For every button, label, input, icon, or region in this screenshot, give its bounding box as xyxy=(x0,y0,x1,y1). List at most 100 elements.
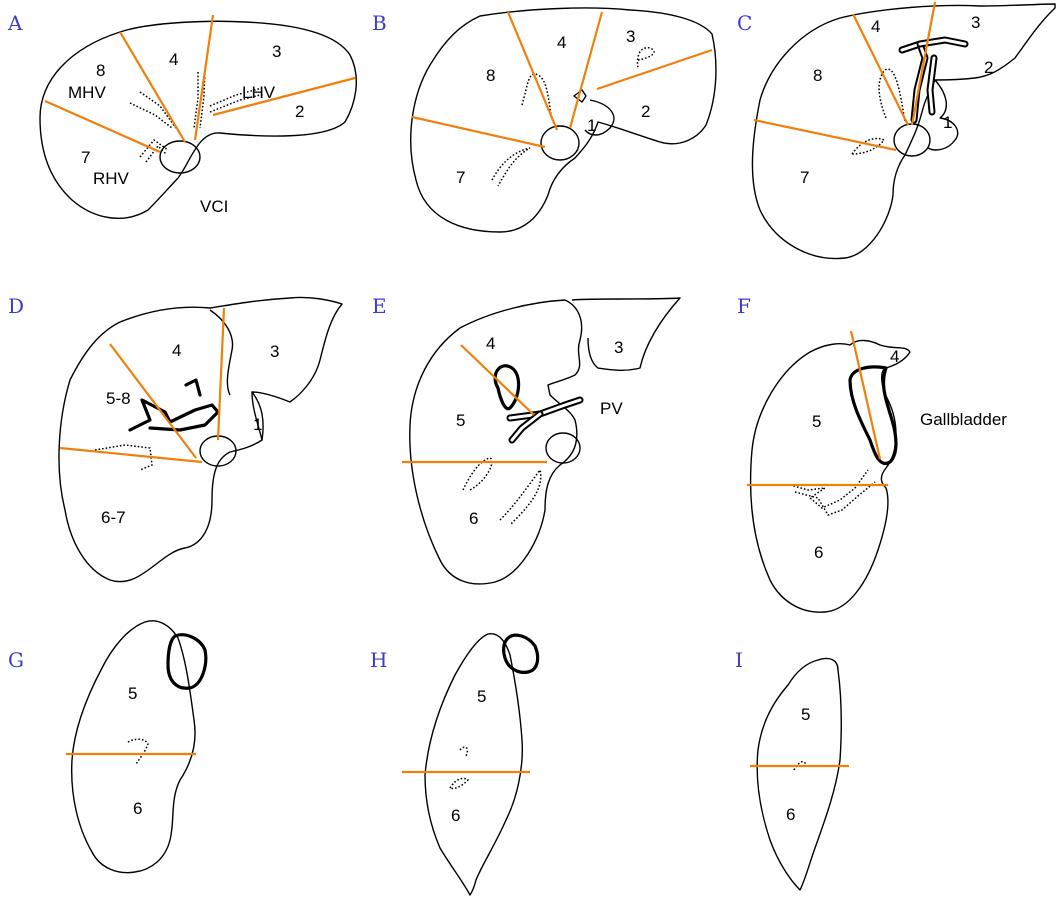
lobe-1-c xyxy=(927,79,959,151)
plane-line-d2 xyxy=(216,307,226,441)
vessel-label-rhv: RHV xyxy=(93,169,130,188)
lobe-3-e xyxy=(571,297,681,371)
segment-label-a-4: 4 xyxy=(169,50,178,69)
segment-label-e-5: 5 xyxy=(456,411,465,430)
panel-letter-g: G xyxy=(8,648,24,672)
vessel-h1 xyxy=(459,746,469,757)
vessel-label-mhv: MHV xyxy=(68,83,106,102)
gallbladder-g xyxy=(166,633,208,690)
segment-label-c-8: 8 xyxy=(813,66,822,85)
segment-label-d-1: 1 xyxy=(253,415,262,434)
plane-line-f1 xyxy=(849,330,882,460)
vessel-b2 xyxy=(636,47,655,69)
segment-label-a-8: 8 xyxy=(96,61,105,80)
gallbladder-h xyxy=(501,633,540,674)
panel-letter-f: F xyxy=(737,294,751,318)
gallbladder-f xyxy=(848,365,898,465)
segment-label-i-5: 5 xyxy=(801,705,810,724)
segment-label-b-1: 1 xyxy=(587,116,596,135)
liver-outline-g xyxy=(70,620,196,874)
plane-line-b1 xyxy=(506,11,559,131)
panel-letter-a: A xyxy=(7,11,23,35)
gallbladder-label: Gallbladder xyxy=(920,410,1007,429)
plane-line-e1 xyxy=(460,344,535,416)
liver-outline-h xyxy=(424,633,524,896)
lobe-1-b xyxy=(584,99,615,136)
segment-label-g-6: 6 xyxy=(133,799,142,818)
segment-label-e-6: 6 xyxy=(469,509,478,528)
panel-letter-e: E xyxy=(372,294,387,318)
segment-label-h-5: 5 xyxy=(477,687,486,706)
vessel-d-thick xyxy=(128,398,220,432)
panel-b: B 4 3 8 2 1 7 xyxy=(372,7,717,233)
liver-outline-e xyxy=(409,299,583,585)
panel-letter-c: C xyxy=(737,11,752,35)
vessel-e-thick xyxy=(493,364,521,411)
plane-line-b2 xyxy=(568,11,604,129)
plane-line-a2 xyxy=(193,14,215,141)
vessel-b3 xyxy=(491,147,531,187)
panel-letter-d: D xyxy=(8,294,24,318)
vci-circle-a xyxy=(159,140,201,174)
mhv-vessel-a xyxy=(129,102,173,129)
panel-letter-h: H xyxy=(370,648,387,672)
segment-label-f-6: 6 xyxy=(814,543,823,562)
panel-d: D 4 3 5-8 1 6-7 xyxy=(8,294,343,583)
plane-line-c3 xyxy=(753,118,897,152)
panel-i: I 5 6 xyxy=(735,648,849,891)
plane-line-d3 xyxy=(59,446,203,464)
segment-label-c-3: 3 xyxy=(971,13,980,32)
segment-label-b-3: 3 xyxy=(626,27,635,46)
vessel-d1 xyxy=(94,444,153,471)
panel-f: F 4 5 Gallbladder 6 xyxy=(737,294,1007,613)
segment-label-f-5: 5 xyxy=(812,412,821,431)
panel-letter-i: I xyxy=(735,648,743,672)
segment-label-a-7: 7 xyxy=(81,148,90,167)
plane-line-c2 xyxy=(910,1,937,126)
liver-outline-f xyxy=(749,339,911,613)
middle-vessel-a xyxy=(193,72,199,129)
vessel-d-thick-2 xyxy=(184,378,202,397)
segment-label-e-4: 4 xyxy=(486,334,495,353)
vessel-h2 xyxy=(449,777,470,790)
segment-label-c-2: 2 xyxy=(984,58,993,77)
panel-c: C 4 3 2 8 1 7 xyxy=(737,1,1056,260)
segment-label-e-3: 3 xyxy=(614,338,623,357)
panel-e: E 4 3 PV 5 6 xyxy=(372,294,681,585)
plane-line-a1 xyxy=(119,31,186,143)
lobe-1-d xyxy=(251,391,264,441)
vessel-label-lhv: LHV xyxy=(242,83,276,102)
mhv-vessel-a2 xyxy=(139,91,177,129)
panel-g: G 5 6 xyxy=(8,620,208,874)
segment-label-b-2: 2 xyxy=(641,102,650,121)
vessel-g1 xyxy=(127,738,149,765)
vessel-label-vci: VCI xyxy=(200,197,228,216)
vci-circle-e xyxy=(545,432,581,464)
vessel-label-pv: PV xyxy=(600,399,623,418)
vci-circle-b xyxy=(540,125,580,161)
segment-label-a-2: 2 xyxy=(295,102,304,121)
segment-label-c-7: 7 xyxy=(800,168,809,187)
divider-d-1 xyxy=(209,309,234,396)
segment-label-b-4: 4 xyxy=(557,33,566,52)
segment-label-i-6: 6 xyxy=(786,805,795,824)
vessel-e1 xyxy=(462,457,493,491)
liver-outline-d xyxy=(58,296,343,583)
plane-line-d1 xyxy=(109,343,197,459)
liver-outline-a xyxy=(39,20,357,219)
plane-line-b3 xyxy=(411,115,546,149)
plane-line-c1 xyxy=(852,13,909,126)
segment-label-d-6-7: 6-7 xyxy=(101,508,126,527)
liver-outline-b xyxy=(410,7,717,233)
segment-label-d-4: 4 xyxy=(172,341,181,360)
plane-line-b4 xyxy=(596,48,713,91)
vessel-f2 xyxy=(794,481,876,516)
vessel-b1 xyxy=(521,73,553,121)
segment-label-g-5: 5 xyxy=(128,684,137,703)
vci-circle-d xyxy=(199,435,237,467)
segment-label-b-7: 7 xyxy=(456,168,465,187)
panel-h: H 5 6 xyxy=(370,633,540,896)
vessel-c2 xyxy=(851,137,886,155)
segment-label-c-1: 1 xyxy=(943,113,952,132)
